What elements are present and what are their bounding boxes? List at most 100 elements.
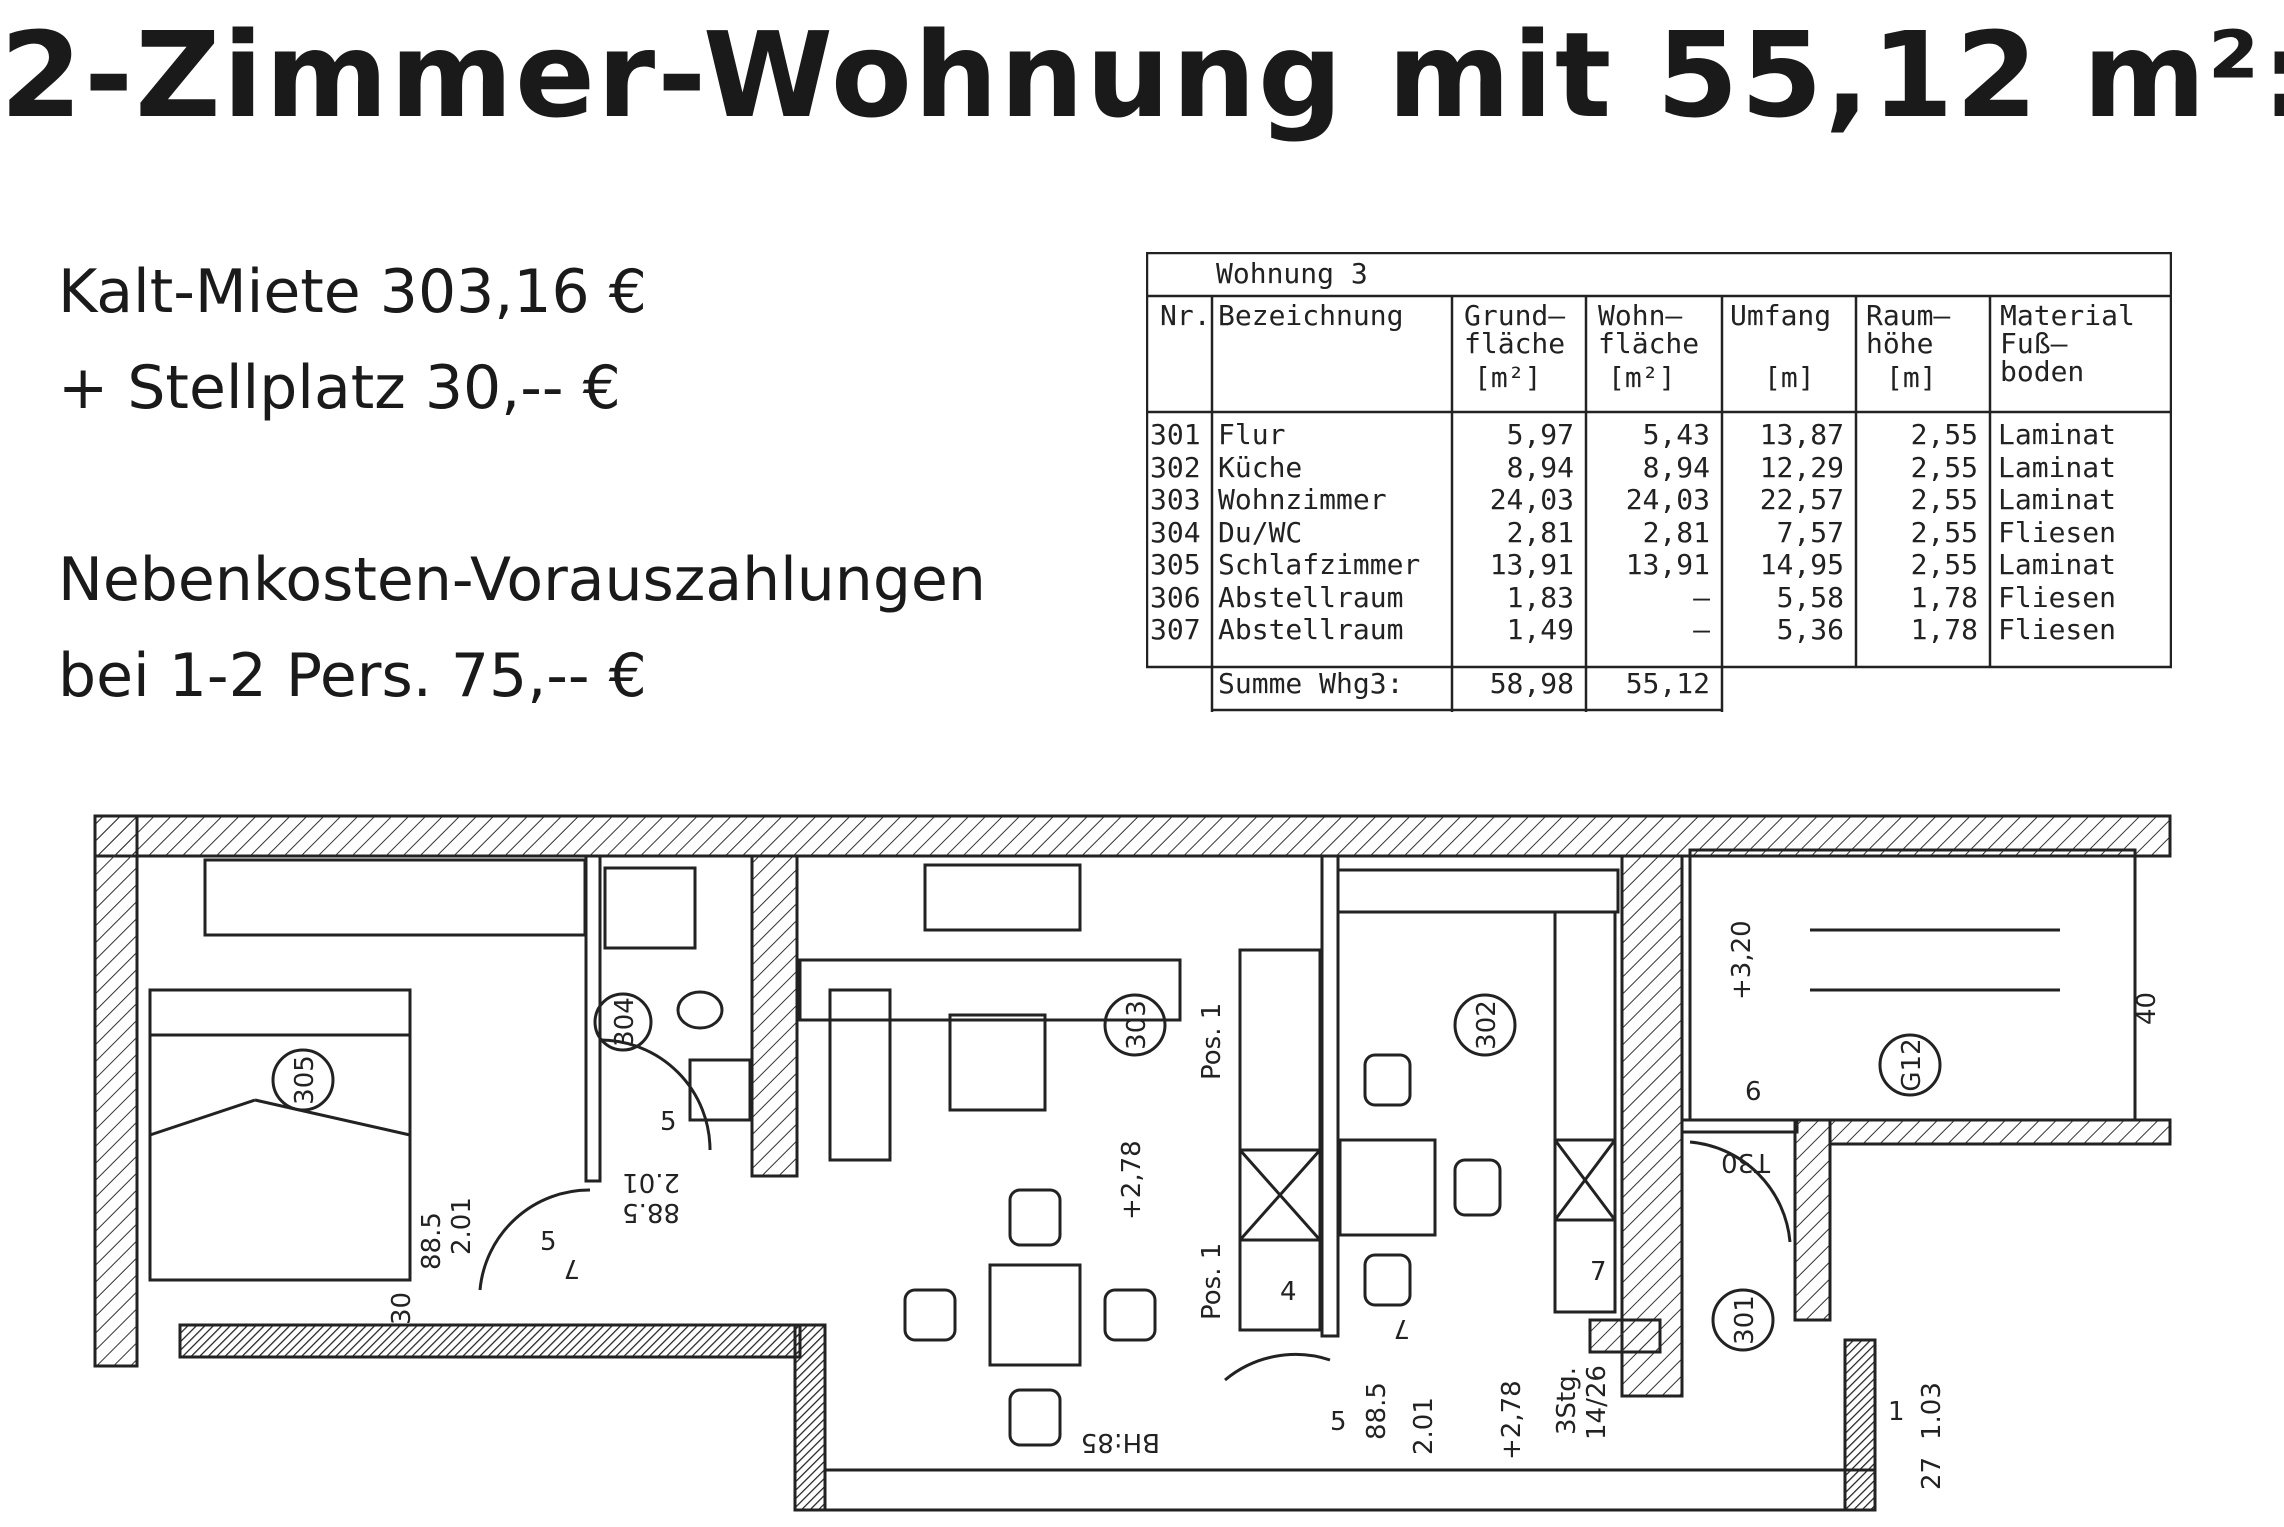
table-cell-umfang: 7,57 (1776, 515, 1844, 549)
table-cell-grund: 1,83 (1506, 580, 1574, 614)
table-cell-nr: 305 (1150, 548, 1201, 581)
dimension-1: 88.5 (417, 1212, 447, 1270)
header-mat-3: boden (2000, 355, 2085, 388)
table-cell-nr: 303 (1150, 483, 1201, 516)
table-cell-hoehe: 2,55 (1910, 418, 1978, 451)
stairs-steps-label: 3Stg. (1552, 1367, 1582, 1435)
stairs-ratio-label: 14/26 (1582, 1365, 1612, 1440)
room-table: Wohnung 3 Nr. Bezeichnung Grund– fläche … (1146, 252, 2172, 712)
table-cell-wohn: – (1693, 613, 1710, 646)
door-mark-3: 5 (1330, 1407, 1347, 1437)
level-marker-3: +3,20 (1727, 920, 1757, 1000)
room-304-label: 304 (610, 997, 640, 1047)
door-mark-6: 6 (1745, 1077, 1762, 1107)
room-302-label: 302 (1472, 1000, 1502, 1050)
header-raum-2: höhe (1866, 327, 1934, 360)
table-cell-nr: 306 (1150, 580, 1201, 614)
table-cell-grund: 24,03 (1489, 483, 1574, 516)
header-raum-3: [m] (1886, 361, 1937, 394)
table-cell-mat: Fliesen (1998, 613, 2117, 646)
table-cell-grund: 8,94 (1506, 450, 1574, 484)
table-cell-grund: 13,91 (1489, 548, 1574, 581)
table-cell-mat: Laminat (1998, 418, 2117, 451)
position-label-2: Pos. 1 (1197, 1243, 1227, 1320)
dimension-7: 88.5 (1362, 1382, 1392, 1440)
door-mark-1: 5 (660, 1107, 677, 1137)
utilities-line: Nebenkosten-Vorauszahlungen (58, 545, 986, 615)
header-mat-2: Fuß– (2000, 327, 2068, 360)
table-cell-umfang: 22,57 (1759, 483, 1844, 516)
table-cell-name: Küche (1218, 450, 1303, 484)
header-nr: Nr. (1160, 299, 1211, 332)
room-305-label: 305 (290, 1055, 320, 1105)
table-cell-grund: 5,97 (1506, 418, 1574, 451)
table-cell-hoehe: 1,78 (1910, 613, 1978, 646)
table-cell-name: Abstellraum (1218, 580, 1404, 614)
table-cell-umfang: 14,95 (1759, 548, 1844, 581)
table-cell-wohn: 13,91 (1625, 548, 1710, 581)
table-cell-umfang: 5,58 (1776, 580, 1844, 614)
sum-label: Summe Whg3: (1218, 667, 1404, 700)
table-cell-umfang: 13,87 (1759, 418, 1844, 451)
table-cell-nr: 307 (1150, 613, 1201, 646)
parking-line: + Stellplatz 30,-- € (58, 353, 621, 423)
table-cell-nr: 301 (1150, 418, 1201, 451)
table-cell-grund: 1,49 (1506, 613, 1574, 646)
header-raum-1: Raum– (1866, 299, 1951, 332)
table-cell-wohn: 5,43 (1642, 418, 1710, 451)
level-marker-2: +2,78 (1497, 1380, 1527, 1460)
table-cell-hoehe: 1,78 (1910, 580, 1978, 614)
room-g12-label: G12 (1897, 1038, 1927, 1091)
fire-door-label: T30 (1721, 1147, 1771, 1177)
header-mat-1: Material (2000, 299, 2135, 332)
dimension-4: 2.01 (622, 1167, 680, 1197)
dimension-8: 2.01 (1409, 1397, 1439, 1455)
dimension-11: 27 (1917, 1457, 1947, 1490)
header-name: Bezeichnung (1218, 299, 1404, 332)
door-mark-8: 1 (1888, 1397, 1905, 1427)
table-cell-name: Flur (1218, 418, 1286, 451)
dimension-10: 1.03 (1917, 1382, 1947, 1440)
table-cell-wohn: 24,03 (1625, 483, 1710, 516)
table-cell-mat: Laminat (1998, 483, 2117, 516)
table-cell-hoehe: 2,55 (1910, 450, 1978, 484)
floor-plan: 305 304 303 302 301 G12 +2,78 +2,78 +3,2… (93, 814, 2172, 1512)
sum-wohn: 55,12 (1625, 667, 1710, 700)
window-sill-label: BH:85 (1081, 1427, 1160, 1457)
table-cell-umfang: 12,29 (1759, 450, 1844, 484)
header-grund-2: fläche (1464, 327, 1566, 360)
table-cell-mat: Laminat (1998, 548, 2117, 581)
header-wohn-1: Wohn– (1598, 299, 1683, 332)
table-cell-wohn: 8,94 (1642, 450, 1710, 484)
table-cell-name: Abstellraum (1218, 613, 1404, 646)
dimension-2: 2.01 (447, 1197, 477, 1255)
table-cell-hoehe: 2,55 (1910, 515, 1978, 549)
header-wohn-3: [m²] (1608, 361, 1676, 394)
table-cell-name: Du/WC (1218, 515, 1303, 549)
table-cell-name: Wohnzimmer (1218, 483, 1387, 516)
header-grund-3: [m²] (1474, 361, 1542, 394)
table-caption: Wohnung 3 (1216, 257, 1368, 290)
header-wohn-2: fläche (1598, 327, 1700, 360)
table-cell-mat: Fliesen (1998, 515, 2117, 549)
table-cell-umfang: 5,36 (1776, 613, 1844, 646)
table-cell-name: Schlafzimmer (1218, 548, 1421, 581)
header-umfang-2: [m] (1764, 361, 1815, 394)
utilities-amount-line: bei 1-2 Pers. 75,-- € (58, 641, 647, 711)
cold-rent-line: Kalt-Miete 303,16 € (58, 257, 647, 327)
position-label-1: Pos. 1 (1197, 1003, 1227, 1080)
room-301-label: 301 (1730, 1295, 1760, 1345)
dimension-6: 7 (563, 1253, 580, 1283)
room-303-label: 303 (1122, 1000, 1152, 1050)
dimension-9: 7 (1393, 1313, 1410, 1343)
table-cell-mat: Fliesen (1998, 580, 2117, 614)
table-cell-wohn: – (1693, 580, 1710, 614)
door-mark-7: 7 (1590, 1257, 1607, 1287)
table-cell-wohn: 2,81 (1642, 515, 1710, 549)
table-grid (1146, 252, 2172, 712)
stairs-edge-label: 40 (2132, 992, 2162, 1025)
door-mark-2: 5 (540, 1227, 557, 1257)
dimension-3: 88.5 (622, 1197, 680, 1227)
level-marker-1: +2,78 (1117, 1140, 1147, 1220)
dimension-5: 30 (387, 1292, 417, 1325)
